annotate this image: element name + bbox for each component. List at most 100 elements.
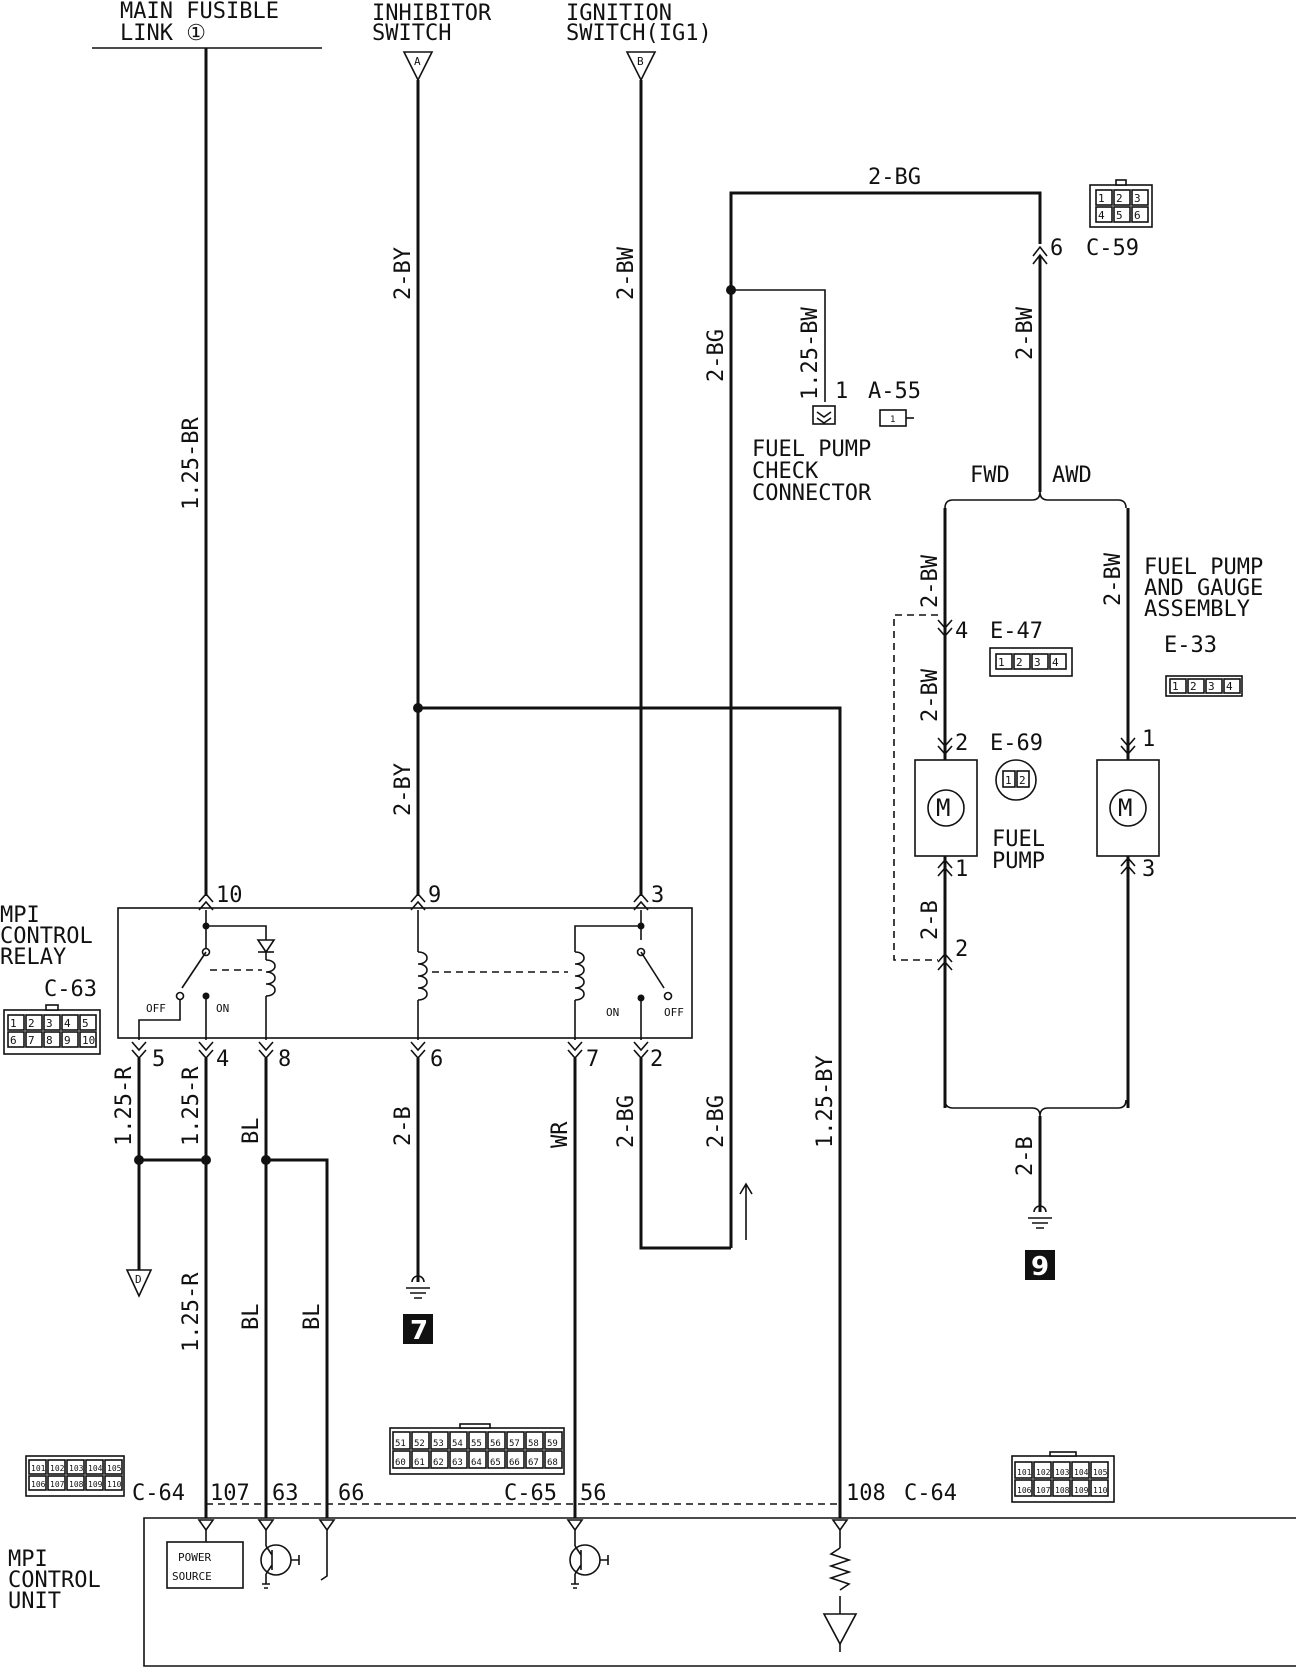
wire-2bg-loop [729,191,1042,1248]
connector-cavity [411,1431,430,1450]
connector-pin-number: 4 [64,1017,71,1030]
fwd-pin-2: 2 [955,937,968,962]
ecu-pin-56: 56 [580,1481,607,1506]
wire-125by [418,706,842,1518]
connector-pin-number: 107 [50,1480,65,1489]
relay-coil-a-icon [265,959,276,997]
connector-pin-number: 5 [82,1017,89,1030]
fuel-pump-check-connector: 1 A-55 1 FUEL PUMP CHECK CONNECTOR [752,379,921,506]
motor-symbol-letter: M [936,794,950,822]
relay-pin-3: 3 [651,883,664,908]
connector-pin-number: 104 [88,1464,103,1473]
relay-internal-line [138,999,181,1040]
c64-right-label: C-64 [904,1481,957,1506]
connector-pin-number: 54 [452,1439,463,1449]
fwd-shield-dashed [893,614,938,961]
c63-latch [45,1004,59,1011]
wire-label-2b-ground: 2-B [1013,1136,1038,1176]
connector-cavity [1014,1479,1033,1497]
ground-brace [944,1099,1127,1117]
connector-cavity [544,1450,563,1469]
connector-pin-number: 105 [1093,1468,1108,1477]
c64-latch [1049,1451,1077,1457]
relay-pin-7: 7 [586,1047,599,1072]
connector-pin-number: 56 [490,1439,501,1449]
connector-pin-number: 3 [1134,192,1141,205]
wire-label-125r-pin5: 1.25-R [112,1066,137,1146]
ecu-label-1: MPI [8,1547,48,1572]
resistor-icon [828,1547,852,1591]
ground-icon [406,1275,430,1299]
connector-pin-number: 55 [471,1439,482,1449]
ecu-pin-108: 108 [846,1481,886,1506]
connector-cavity [47,1475,66,1491]
ecu-pin-terminal [318,1519,336,1532]
fwd-pin1-arrow [937,858,953,877]
relay-internal-line [206,925,267,940]
current-flow-arrow-icon [739,1182,753,1240]
a55-face-pin: 1 [890,415,895,425]
connector-pin-number: 62 [433,1458,444,1468]
wire-label-2bg-return: 2-BG [704,1095,729,1148]
c59-terminal-arrow [1032,245,1048,265]
relay-pin-6: 6 [430,1047,443,1072]
a55-label: A-55 [868,379,921,404]
connector-pin-number: 10 [82,1034,95,1047]
connector-pin-number: 4 [1098,209,1105,222]
connector-cavity [1090,1479,1109,1497]
transistor-b-detail [571,1545,609,1589]
relay-label-3: RELAY [0,945,66,970]
connector-pin-number: 6 [1134,209,1141,222]
ecu-label-2: CONTROL [8,1568,101,1593]
wire-label-2bg-pin2: 2-BG [614,1095,639,1148]
connector-cavity [66,1475,85,1491]
ignition-switch-label-1: IGNITION [566,1,672,26]
inhibitor-switch-header: INHIBITOR SWITCH A [372,1,492,82]
connector-pin-number: 109 [1074,1486,1089,1495]
connector-pin-number: 58 [528,1439,539,1449]
ground-icon [1028,1205,1052,1229]
connector-cavity [506,1450,525,1469]
connector-cavity [1049,653,1067,670]
transistor-a-detail [262,1545,300,1589]
connector-pin-number: 108 [69,1480,84,1489]
relay-pin-2: 2 [650,1047,663,1072]
connector-pin-number: 68 [547,1458,558,1468]
connector-cavity [7,1014,25,1031]
power-source-label-2: SOURCE [172,1570,212,1583]
connector-pin-number: 103 [69,1464,84,1473]
relay-pin6-arrow [410,1041,426,1060]
connector-pin-number: 67 [528,1458,539,1468]
connector-cavity [487,1431,506,1450]
relay-pin-4: 4 [216,1047,229,1072]
power-source-box [166,1541,244,1589]
awd-pin1-arrow [1120,737,1136,756]
connector-cavity [104,1475,123,1491]
connector-cavity [1205,678,1223,694]
ecu-pin-terminal [831,1519,849,1532]
relay-pin4-arrow [198,1041,214,1060]
relay-pin3-arrow [633,892,649,911]
connector-cavity [28,1459,47,1475]
transistor-b-icon [569,1544,601,1576]
connector-pin-number: 63 [452,1458,463,1468]
connector-pin-number: 101 [31,1464,46,1473]
ecu-pin-terminal [257,1519,275,1532]
wire-label-wr: WR [548,1121,573,1148]
switch-contact-off [663,991,673,1001]
connector-pin-number: 1 [10,1017,17,1030]
c59-pin: 6 [1050,236,1063,261]
connector-cavity [1095,206,1113,223]
fwd-pin-1: 1 [955,857,968,882]
connector-pin-number: 2 [1019,774,1026,787]
gauge-assembly-label-1: FUEL PUMP [1144,555,1263,580]
check-connector-symbol [812,405,836,425]
connector-pin-number: 3 [1034,656,1041,669]
connector-pin-number: 107 [1036,1486,1051,1495]
wire-label-bl-66: BL [300,1304,325,1331]
connector-cavity [85,1475,104,1491]
